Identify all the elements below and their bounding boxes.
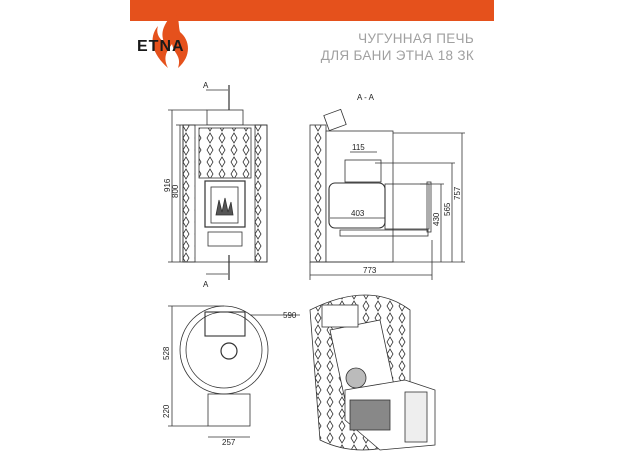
dim-body-height: 800 xyxy=(171,184,180,198)
section-mark-bottom: A xyxy=(203,280,209,289)
title-line-1: ЧУГУННАЯ ПЕЧЬ xyxy=(358,31,474,46)
isometric-view xyxy=(309,294,436,451)
dim-total-height: 916 xyxy=(163,178,172,192)
brand-name: ETNA xyxy=(137,38,185,55)
document-title: ЧУГУННАЯ ПЕЧЬ ДЛЯ БАНИ ЭТНА 18 ЗК xyxy=(321,30,474,64)
dim-430: 430 xyxy=(432,212,441,226)
dim-257: 257 xyxy=(222,438,236,447)
section-view xyxy=(309,108,465,280)
header-bar xyxy=(130,0,494,21)
section-label: A - A xyxy=(357,93,375,102)
section-mark-top: A xyxy=(203,81,209,90)
top-view xyxy=(168,305,300,438)
dim-528: 528 xyxy=(162,346,171,360)
dim-firebox: 403 xyxy=(351,209,365,218)
dim-depth: 773 xyxy=(363,266,377,275)
title-line-2: ДЛЯ БАНИ ЭТНА 18 ЗК xyxy=(320,48,474,63)
front-view xyxy=(168,85,268,280)
flame-logo-icon xyxy=(152,12,188,68)
dim-565: 565 xyxy=(443,202,452,216)
dim-outlet: 115 xyxy=(352,143,365,152)
dim-diameter: 590 xyxy=(283,311,297,320)
dim-757: 757 xyxy=(453,186,462,200)
dim-220: 220 xyxy=(162,404,171,418)
